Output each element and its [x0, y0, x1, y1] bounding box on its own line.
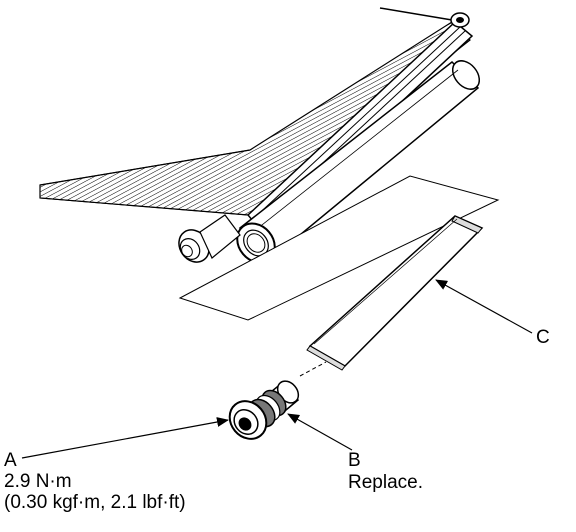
desiccant-bag: [306, 215, 484, 371]
leader-line-a: [21, 417, 229, 459]
condenser-pipe-fitting: [178, 214, 241, 263]
callout-c-letter: C: [536, 327, 550, 348]
callout-b-note: Replace.: [348, 472, 423, 493]
callout-a-torque-nm: 2.9 N·m: [4, 471, 72, 492]
callout-a-torque-alt: (0.30 kgf·m, 2.1 lbf·ft): [4, 492, 186, 513]
callout-a-letter: A: [4, 450, 17, 471]
callout-b-letter: B: [348, 450, 361, 471]
condenser-core: [39, 19, 471, 216]
leader-line-b: [287, 413, 353, 451]
filter-plug: [228, 380, 300, 440]
assembly-axis-line: [299, 361, 327, 377]
sheet-outline: [178, 175, 500, 321]
leader-line-c: [435, 279, 533, 334]
